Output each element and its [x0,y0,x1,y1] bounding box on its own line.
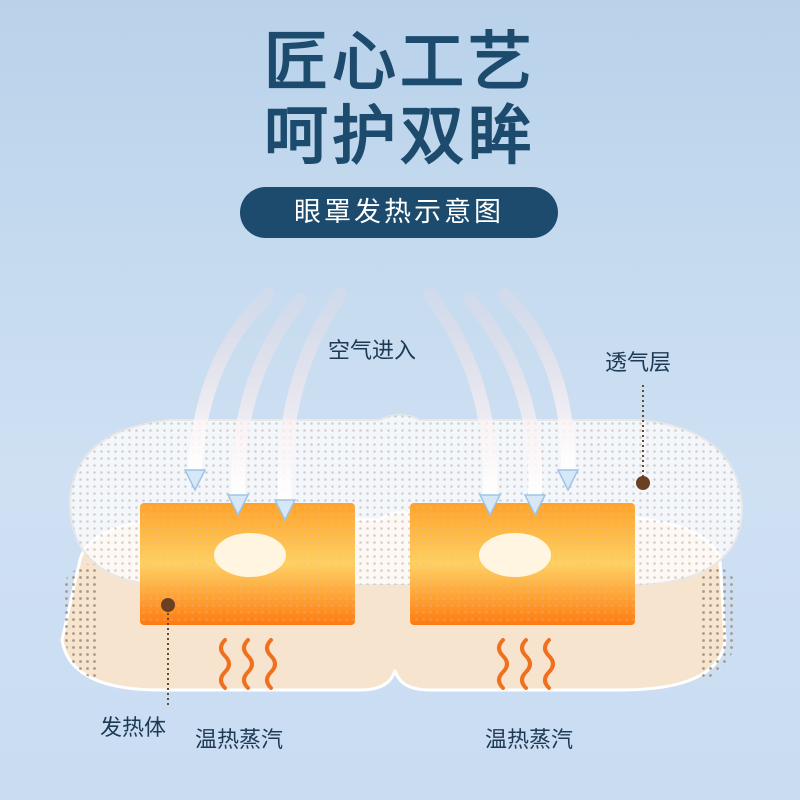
label-heating-body: 发热体 [100,716,167,741]
headline-line-1: 匠心工艺 [264,26,536,100]
headline-line-2: 呵护双眸 [264,100,536,174]
steam-icon [219,638,555,690]
label-steam-right: 温热蒸汽 [485,728,574,753]
label-air-in: 空气进入 [328,339,417,364]
label-steam-left: 温热蒸汽 [195,728,284,753]
label-breathable-layer: 透气层 [605,351,672,376]
diagram-badge: 眼罩发热示意图 [240,187,558,238]
air-arrows [188,288,576,507]
